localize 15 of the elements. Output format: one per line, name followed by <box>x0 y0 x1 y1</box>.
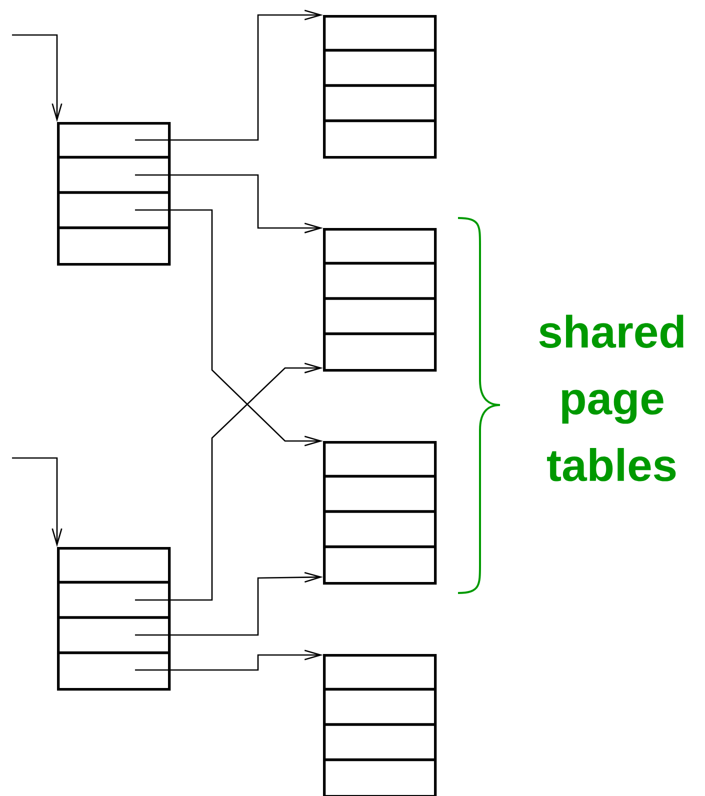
arrow <box>135 572 323 636</box>
table-box <box>323 654 437 796</box>
arrow <box>12 34 62 122</box>
arrow <box>12 457 62 547</box>
table-box <box>57 547 171 691</box>
table-box <box>323 15 437 159</box>
arrow <box>135 209 323 446</box>
arrow <box>135 10 323 141</box>
table-box <box>57 122 171 266</box>
arrow <box>135 174 323 234</box>
table-box <box>323 228 437 372</box>
brace-label: shared page tables <box>539 314 684 482</box>
arrow <box>135 362 323 601</box>
table-box <box>323 441 437 585</box>
arrow <box>135 650 323 671</box>
